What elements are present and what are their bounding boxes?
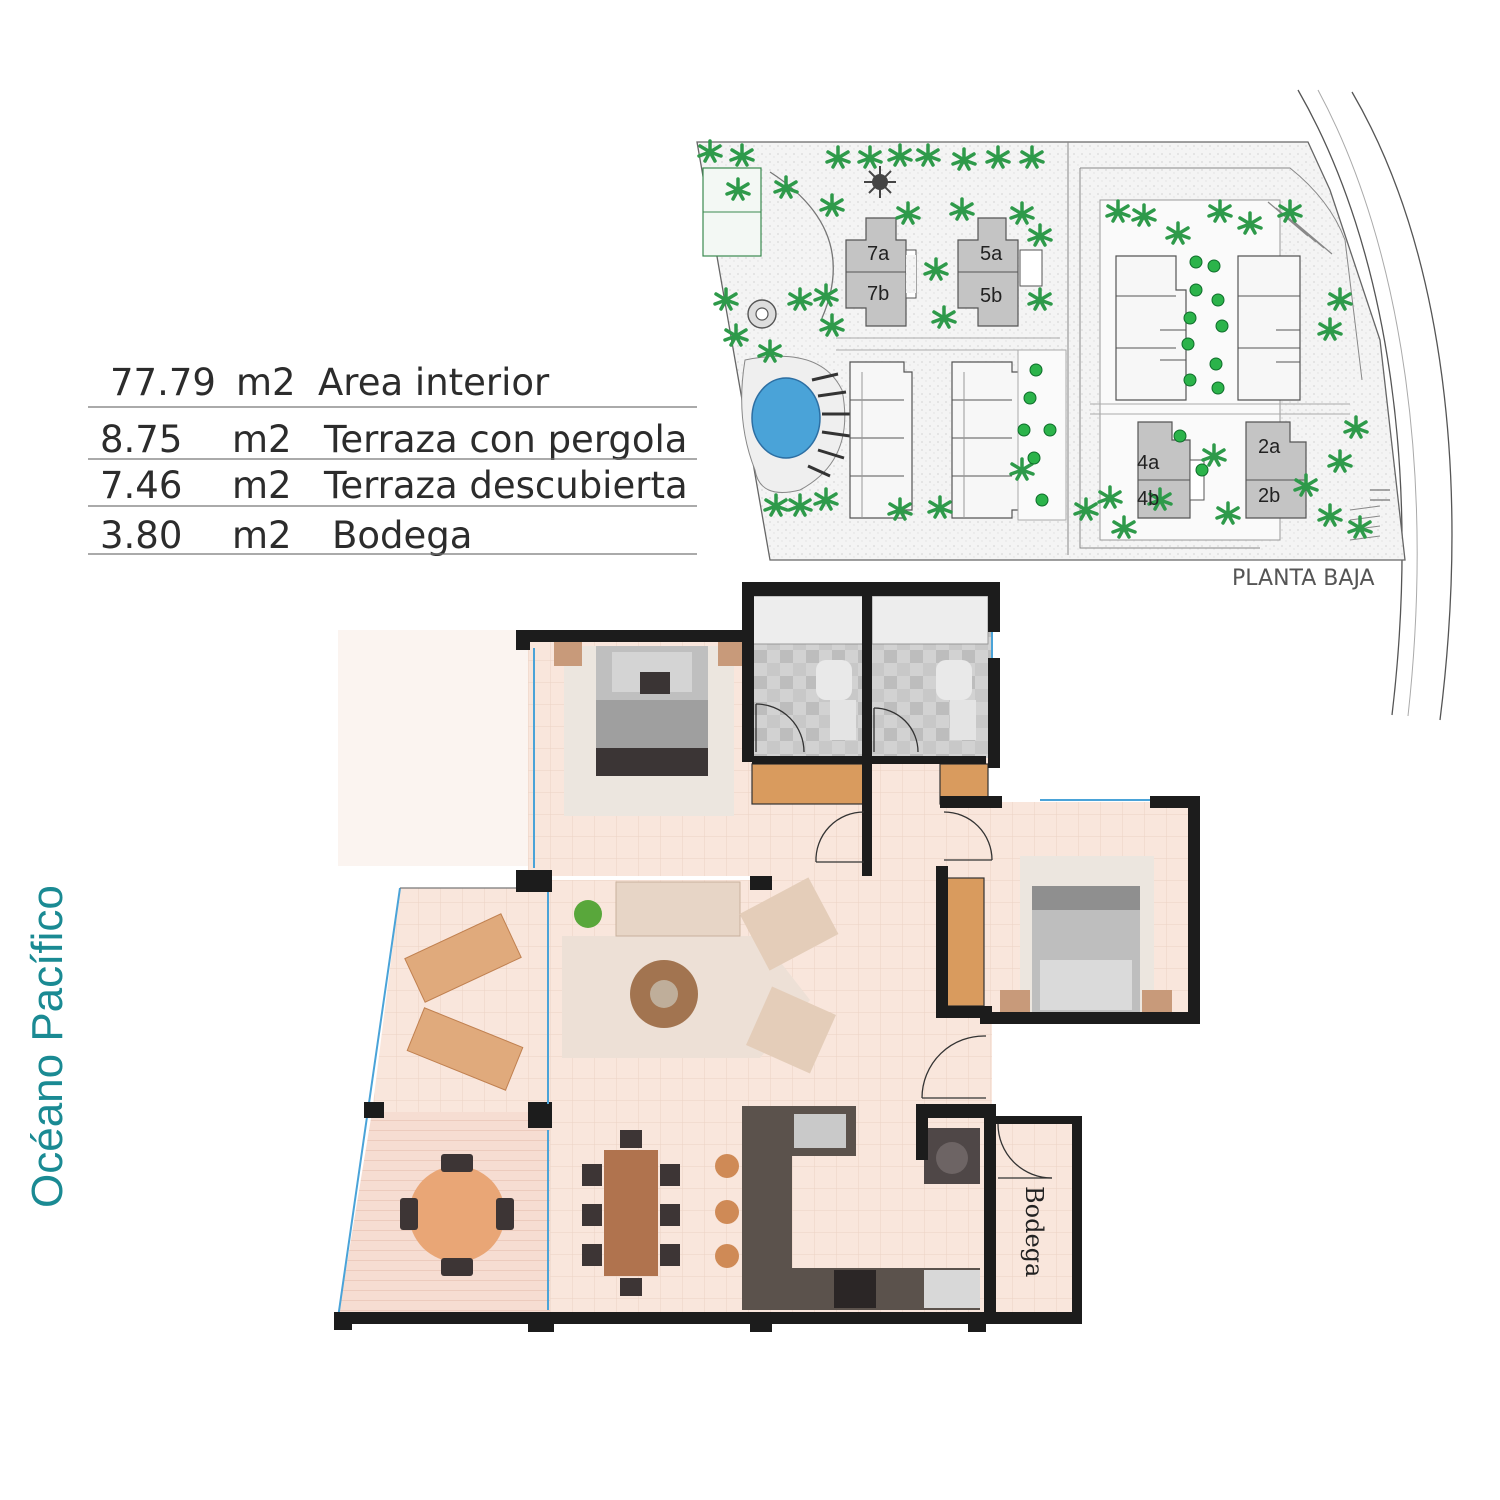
shrub-icon: [1173, 429, 1187, 443]
shrub-icon: [1181, 337, 1195, 351]
ocean-label: Océano Pacífico: [23, 885, 72, 1208]
walls: [334, 582, 1200, 1332]
building-blocks: [845, 217, 1390, 541]
area-row-3-value: 7.46: [100, 464, 182, 507]
shrub-icon: [1017, 423, 1031, 437]
shrub-icon: [1183, 373, 1197, 387]
area-row-2-value: 8.75: [100, 418, 182, 461]
area-row-4-label: Bodega: [332, 514, 472, 557]
area-row-3-label: Terraza descubierta: [323, 464, 688, 507]
shrub-icon: [1211, 381, 1225, 395]
site-plan-title: PLANTA BAJA: [1232, 566, 1375, 591]
unit-label-4a: 4a: [1137, 452, 1160, 474]
storage-label: Bodega: [1020, 1186, 1048, 1277]
shrub-icon: [1211, 293, 1225, 307]
armchair-2: [746, 986, 836, 1074]
shrub-icon: [1195, 463, 1209, 477]
area-row-4-unit: m2: [232, 514, 292, 557]
unit-label-5a: 5a: [980, 243, 1003, 265]
shrub-icon: [1215, 319, 1229, 333]
area-row-3-unit: m2: [232, 464, 292, 507]
shrub-icon: [1027, 451, 1041, 465]
shrub-icon: [1029, 363, 1043, 377]
site-plan: 7a 7b 5a 5b 4a 4b 2a 2b PLANTA BAJA: [696, 89, 1453, 721]
lounger-1: [404, 913, 522, 1003]
lounger-2: [406, 1007, 524, 1091]
area-row-1-value: 77.79: [110, 361, 216, 404]
armchair-1: [739, 877, 839, 971]
unit-label-5b: 5b: [980, 285, 1002, 307]
unit-label-2a: 2a: [1258, 436, 1281, 458]
unit-label-2b: 2b: [1258, 485, 1280, 507]
open-terrace: [372, 888, 550, 1112]
area-row-2-label: Terraza con pergola: [323, 418, 687, 461]
dining-table: [604, 1150, 658, 1276]
shrub-icon: [1189, 283, 1203, 297]
unit-label-4b: 4b: [1137, 488, 1159, 510]
shrub-icon: [1023, 391, 1037, 405]
shrub-icon: [1207, 259, 1221, 273]
door-swings: [755, 703, 1053, 1179]
area-row-2-unit: m2: [232, 418, 292, 461]
shrub-icon: [1035, 493, 1049, 507]
shrub-icon: [1183, 311, 1197, 325]
unit-label-7b: 7b: [867, 283, 889, 305]
plant: [574, 900, 602, 928]
storage-floor: [990, 1120, 1078, 1320]
apartment-floor-plan: Bodega Océano Pacífico: [23, 582, 1200, 1332]
area-row-4-value: 3.80: [100, 514, 182, 557]
shrub-icon: [1043, 423, 1057, 437]
area-row-1-unit: m2: [236, 361, 296, 404]
sofa: [615, 881, 741, 937]
shrub-icon: [1189, 255, 1203, 269]
shrub-icon: [1209, 357, 1223, 371]
unit-label-7a: 7a: [867, 243, 890, 265]
terrace-table: [409, 1166, 505, 1262]
area-row-1-label: Area interior: [318, 361, 550, 404]
